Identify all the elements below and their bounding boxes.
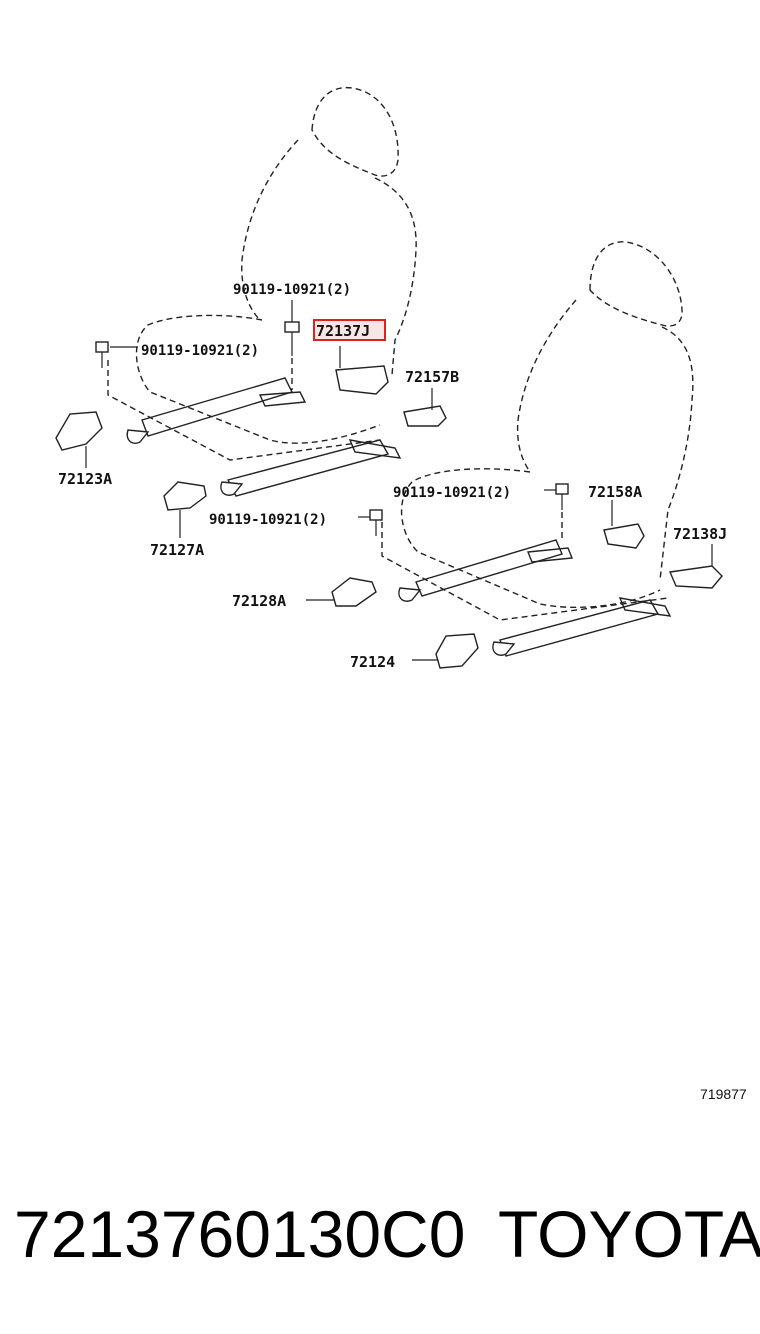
part-72128A-shape bbox=[306, 577, 377, 607]
label-bolt-right: 90119-10921(2) bbox=[393, 485, 511, 501]
bolt-mid-shape bbox=[358, 509, 383, 536]
part-72137J-shape bbox=[335, 346, 389, 395]
part-number: 7213760130C0 bbox=[14, 1197, 466, 1271]
label-72124: 72124 bbox=[350, 653, 395, 671]
left-seat-outline bbox=[107, 86, 417, 461]
footer: 7213760130C0 TOYOTA bbox=[14, 1196, 760, 1276]
bolt-right-shape bbox=[544, 483, 569, 540]
label-72128A: 72128A bbox=[232, 592, 286, 610]
label-bolt-left: 90119-10921(2) bbox=[141, 343, 259, 359]
part-72123A-shape bbox=[55, 411, 103, 468]
label-72158A: 72158A bbox=[588, 483, 642, 501]
bolt-left-shape bbox=[95, 341, 138, 368]
label-72137J: 72137J bbox=[316, 322, 370, 340]
right-seat-outline bbox=[381, 241, 694, 621]
left-seat-rails bbox=[126, 377, 402, 497]
bolt-top-shape bbox=[284, 300, 300, 390]
part-72124-shape bbox=[412, 633, 479, 669]
label-72123A: 72123A bbox=[58, 470, 112, 488]
diagram-reference-code: 719877 bbox=[700, 1086, 747, 1102]
label-72138J: 72138J bbox=[673, 525, 727, 543]
part-72138J-shape bbox=[668, 544, 723, 589]
brand-name: TOYOTA bbox=[498, 1197, 760, 1271]
part-72158A-shape bbox=[603, 500, 645, 549]
highlight-box bbox=[313, 319, 386, 341]
label-72127A: 72127A bbox=[150, 541, 204, 559]
label-72157B: 72157B bbox=[405, 368, 459, 386]
seat-parts-diagram: 90119-10921(2) 90119-10921(2) 90119-1092… bbox=[55, 86, 727, 671]
label-bolt-top: 90119-10921(2) bbox=[233, 282, 351, 298]
part-72127A-shape bbox=[163, 481, 207, 538]
label-bolt-mid: 90119-10921(2) bbox=[209, 512, 327, 528]
right-seat-rails bbox=[398, 539, 672, 657]
part-72157B-shape bbox=[403, 388, 447, 427]
